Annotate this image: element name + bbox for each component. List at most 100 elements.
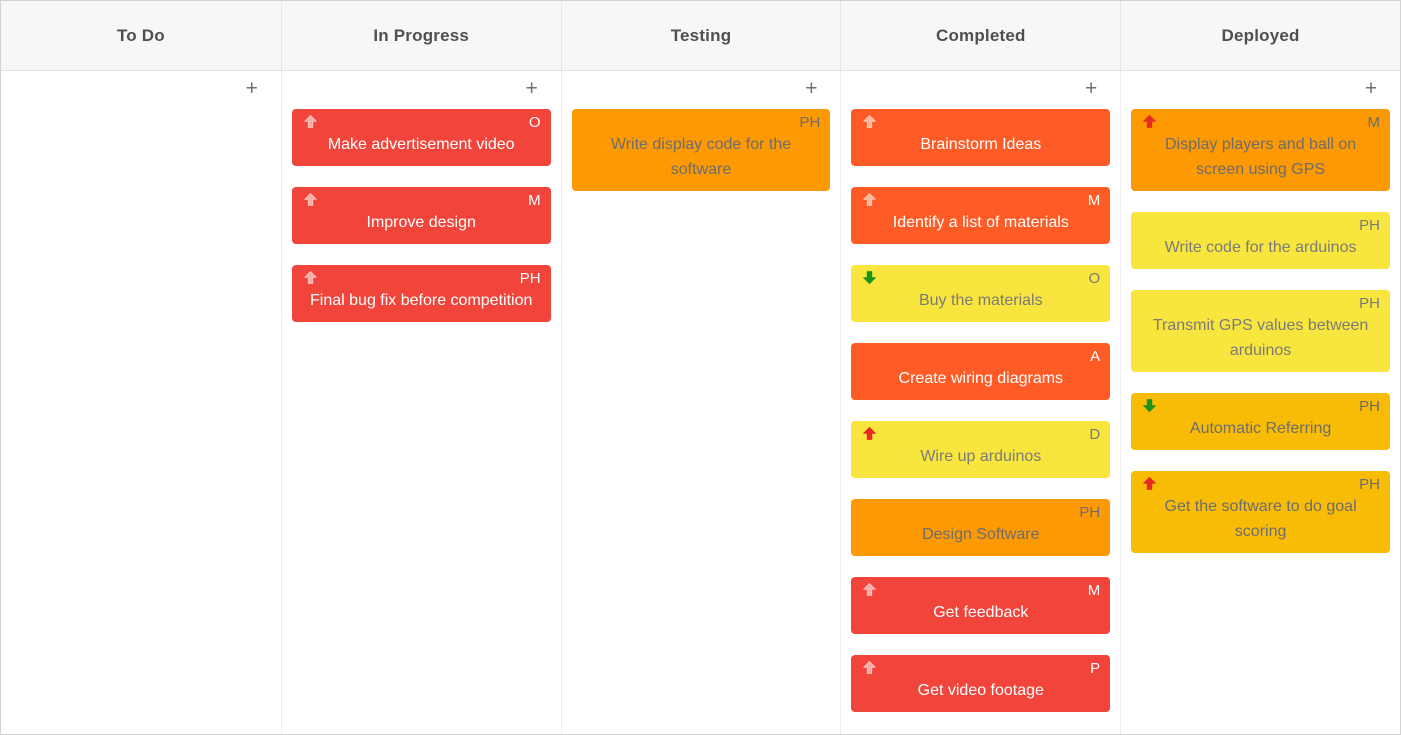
card-meta-row: PH xyxy=(861,503,1100,522)
priority-arrow-up-icon xyxy=(1143,115,1157,128)
kanban-card[interactable]: M Get feedback xyxy=(851,577,1111,634)
assignee-initials: PH xyxy=(1079,504,1101,521)
column-header: To Do xyxy=(1,1,281,71)
assignee-initials: D xyxy=(1089,426,1101,443)
priority-arrow-up-icon xyxy=(303,193,317,206)
column-title: In Progress xyxy=(373,25,470,45)
column-header: Testing xyxy=(560,1,841,71)
card-meta-row: M xyxy=(302,191,541,210)
priority-arrow-up-icon xyxy=(1143,477,1157,490)
card-meta-row: M xyxy=(1141,113,1380,132)
assignee-initials: O xyxy=(528,114,541,131)
column-header: In Progress xyxy=(280,1,561,71)
kanban-column-completed: Completed + Brainstorm Ideas M Identify … xyxy=(840,1,1121,734)
assignee-initials: M xyxy=(1087,582,1101,599)
card-list: M Display players and ball on screen usi… xyxy=(1130,109,1391,553)
kanban-card[interactable]: A Create wiring diagrams xyxy=(851,343,1111,400)
kanban-card[interactable]: D Wire up arduinos xyxy=(851,421,1111,478)
kanban-card[interactable]: PH Design Software xyxy=(851,499,1111,556)
column-body: + xyxy=(1,71,281,734)
card-meta-row: O xyxy=(302,113,541,132)
card-title: Transmit GPS values between arduinos xyxy=(1152,317,1369,359)
assignee-initials: M xyxy=(1367,114,1380,131)
kanban-column-testing: Testing + PH Write display code for the … xyxy=(560,1,841,734)
kanban-card[interactable]: O Buy the materials xyxy=(851,265,1111,322)
assignee-initials: PH xyxy=(799,114,821,131)
assignee-initials: PH xyxy=(519,270,541,287)
card-title: Get video footage xyxy=(917,682,1044,699)
card-title: Identify a list of materials xyxy=(892,214,1069,231)
column-title: Completed xyxy=(935,25,1026,45)
card-title: Design Software xyxy=(922,526,1040,543)
card-list: Brainstorm Ideas M Identify a list of ma… xyxy=(850,109,1111,712)
card-title: Get the software to do goal scoring xyxy=(1164,498,1357,540)
card-meta-row: PH xyxy=(1141,216,1380,235)
kanban-card[interactable]: M Improve design xyxy=(291,187,551,244)
card-list: O Make advertisement video M Improve des… xyxy=(291,109,552,322)
kanban-card[interactable]: PH Automatic Referring xyxy=(1131,393,1390,450)
card-meta-row: P xyxy=(861,659,1100,678)
kanban-card[interactable]: PH Write code for the arduinos xyxy=(1131,212,1390,269)
add-card-button-in-progress[interactable]: + xyxy=(520,77,544,101)
kanban-card[interactable]: M Display players and ball on screen usi… xyxy=(1131,109,1390,191)
kanban-column-deployed: Deployed + M Display players and ball on… xyxy=(1120,1,1400,734)
priority-arrow-down-icon xyxy=(1143,399,1157,412)
kanban-card[interactable]: PH Final bug fix before competition xyxy=(291,265,551,322)
card-title: Create wiring diagrams xyxy=(898,370,1064,387)
add-card-button-deployed[interactable]: + xyxy=(1359,77,1383,101)
priority-arrow-up-icon xyxy=(303,115,317,128)
card-title: Wire up arduinos xyxy=(920,448,1042,465)
card-title: Brainstorm Ideas xyxy=(920,136,1042,153)
kanban-column-to-do: To Do + xyxy=(1,1,281,734)
card-title: Final bug fix before competition xyxy=(310,292,533,309)
priority-arrow-icon xyxy=(584,115,597,128)
priority-arrow-up-icon xyxy=(863,193,877,206)
assignee-initials: O xyxy=(1088,270,1101,287)
priority-arrow-down-icon xyxy=(863,271,877,284)
add-card-button-completed[interactable]: + xyxy=(1079,77,1103,101)
kanban-card[interactable]: PH Write display code for the software xyxy=(571,109,831,191)
assignee-initials: M xyxy=(528,192,541,209)
column-title: Testing xyxy=(670,25,732,45)
column-title: Deployed xyxy=(1221,25,1300,45)
card-title: Buy the materials xyxy=(918,292,1043,309)
kanban-card[interactable]: PH Get the software to do goal scoring xyxy=(1131,471,1390,553)
card-meta-row: A xyxy=(861,347,1100,366)
card-meta-row: PH xyxy=(1141,397,1380,416)
column-title: To Do xyxy=(116,25,165,45)
card-meta-row: PH xyxy=(302,269,541,288)
priority-arrow-up-icon xyxy=(863,661,877,674)
card-title: Make advertisement video xyxy=(327,136,515,153)
card-meta-row: M xyxy=(861,191,1100,210)
card-title: Write code for the arduinos xyxy=(1164,239,1357,256)
card-title: Automatic Referring xyxy=(1189,420,1332,437)
kanban-card[interactable]: P Get video footage xyxy=(851,655,1111,712)
priority-arrow-up-icon xyxy=(303,271,317,284)
priority-arrow-icon xyxy=(1143,296,1156,309)
priority-arrow-up-icon xyxy=(863,583,877,596)
kanban-card[interactable]: O Make advertisement video xyxy=(291,109,551,166)
card-meta-row: O xyxy=(861,269,1100,288)
priority-arrow-up-icon xyxy=(863,427,877,440)
kanban-card[interactable]: Brainstorm Ideas xyxy=(851,109,1111,166)
assignee-initials: M xyxy=(1087,192,1101,209)
card-meta-row: D xyxy=(861,425,1100,444)
kanban-column-in-progress: In Progress + O Make advertisement video… xyxy=(280,1,561,734)
priority-arrow-icon xyxy=(863,349,876,362)
add-card-button-testing[interactable]: + xyxy=(799,77,823,101)
column-header: Completed xyxy=(840,1,1121,71)
kanban-card[interactable]: PH Transmit GPS values between arduinos xyxy=(1131,290,1390,372)
assignee-initials: PH xyxy=(1359,217,1380,234)
add-card-button-to-do[interactable]: + xyxy=(240,77,264,101)
column-header: Deployed xyxy=(1120,1,1400,71)
card-meta-row xyxy=(861,113,1100,132)
card-list: PH Write display code for the software xyxy=(571,109,832,191)
column-body: + Brainstorm Ideas M Identify a list of … xyxy=(840,71,1120,734)
card-title: Improve design xyxy=(366,214,476,231)
card-meta-row: PH xyxy=(1141,294,1380,313)
assignee-initials: PH xyxy=(1359,398,1380,415)
priority-arrow-up-icon xyxy=(863,115,877,128)
kanban-card[interactable]: M Identify a list of materials xyxy=(851,187,1111,244)
card-title: Get feedback xyxy=(933,604,1029,621)
